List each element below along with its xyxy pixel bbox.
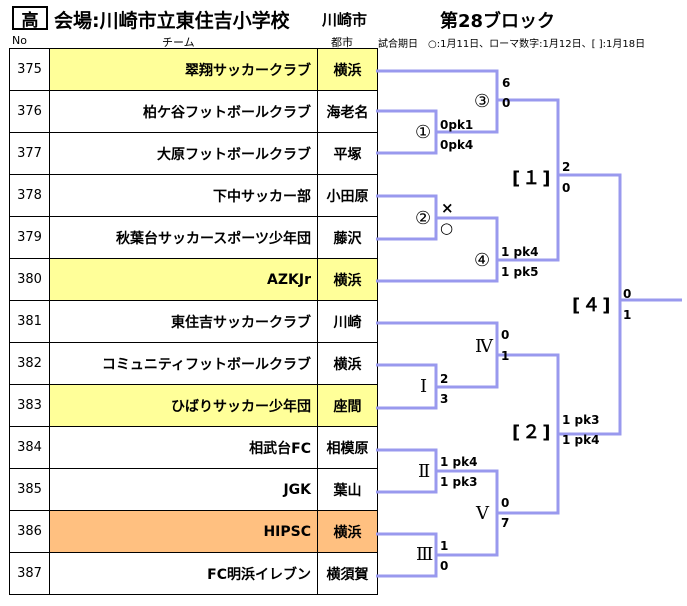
final-score-top: 0	[623, 287, 632, 301]
match-I-score-top: 2	[440, 372, 449, 386]
team-name: コミュニティフットボールクラブ	[49, 342, 318, 385]
team-city: 小田原	[317, 174, 378, 217]
final-score-bottom: 1	[623, 308, 632, 322]
team-name: 下中サッカー部	[49, 174, 318, 217]
match-2-score-top: ×	[441, 199, 454, 217]
team-name: ひばりサッカー少年団	[49, 384, 318, 427]
bracket-lines	[376, 69, 682, 578]
team-city: 藤沢	[317, 216, 378, 259]
team-number: 378	[9, 174, 50, 217]
block-title: 第28ブロック	[440, 11, 556, 32]
semi-2-score-bottom: 1 pk4	[562, 433, 600, 447]
semi-2-score-top: 1 pk3	[562, 413, 600, 427]
team-name: 相武台FC	[49, 426, 318, 469]
match-3-score-top: 6	[502, 76, 511, 90]
team-number: 377	[9, 132, 50, 175]
team-number: 380	[9, 258, 50, 301]
column-header-no: No	[12, 34, 27, 47]
team-number: 385	[9, 468, 50, 511]
team-city: 横須賀	[317, 552, 378, 595]
match-1-score-top: 0pk1	[440, 118, 474, 132]
match-I-label: Ⅰ	[420, 376, 428, 397]
match-III-label: Ⅲ	[416, 544, 434, 565]
match-3-label: ③	[474, 91, 491, 112]
match-II-score-top: 1 pk4	[440, 455, 478, 469]
venue-title: 会場:川崎市立東住吉小学校	[54, 10, 290, 32]
team-number: 383	[9, 384, 50, 427]
team-city: 海老名	[317, 90, 378, 133]
match-dates-note: 試合期日 ○:1月11日、ローマ数字:1月12日、[ ]:1月18日	[378, 39, 646, 50]
bracket-line-match-4	[376, 216, 499, 283]
bracket-line-final	[558, 173, 622, 436]
team-city: 横浜	[317, 342, 378, 385]
team-name: 東住吉サッカークラブ	[49, 300, 318, 343]
semi-1-score-top: 2	[562, 160, 571, 174]
team-city: 相模原	[317, 426, 378, 469]
semi-2-label: [２]	[512, 422, 553, 443]
match-3-score-bottom: 0	[502, 96, 511, 110]
match-II-label: Ⅱ	[418, 461, 431, 482]
column-header-team: チーム	[162, 36, 195, 49]
match-I-score-bottom: 3	[440, 392, 449, 406]
match-II-score-bottom: 1 pk3	[440, 475, 478, 489]
team-name: 柏ケ谷フットボールクラブ	[49, 90, 318, 133]
match-4-score-top: 1 pk4	[501, 245, 539, 259]
team-number: 382	[9, 342, 50, 385]
match-III-score-bottom: 0	[440, 559, 449, 573]
team-name: HIPSC	[49, 510, 318, 553]
match-IV-score-bottom: 1	[501, 349, 510, 363]
venue-city: 川崎市	[322, 11, 368, 29]
team-city: 横浜	[317, 258, 378, 301]
match-1-label: ①	[415, 122, 432, 143]
final-label: [４]	[572, 295, 613, 316]
semi-1-score-bottom: 0	[562, 181, 571, 195]
match-III-score-top: 1	[440, 539, 449, 553]
match-IV-score-top: 0	[501, 328, 510, 342]
match-IV-label: Ⅳ	[475, 336, 493, 357]
team-name: 大原フットボールクラブ	[49, 132, 318, 175]
match-V-score-bottom: 7	[501, 516, 510, 530]
match-V-score-top: 0	[501, 496, 510, 510]
match-V-label: Ⅴ	[476, 503, 489, 524]
column-header-city: 都市	[331, 36, 353, 49]
team-number: 384	[9, 426, 50, 469]
team-number: 386	[9, 510, 50, 553]
semi-1-label: [１]	[512, 168, 553, 189]
match-4-score-bottom: 1 pk5	[501, 265, 539, 279]
team-city: 葉山	[317, 468, 378, 511]
match-4-label: ④	[474, 250, 491, 271]
team-city: 横浜	[317, 48, 378, 91]
school-level-badge: 高	[12, 6, 48, 31]
team-city: 座間	[317, 384, 378, 427]
team-city: 横浜	[317, 510, 378, 553]
bracket-line-semi-1	[497, 98, 560, 262]
match-2-score-bottom: ○	[440, 219, 454, 237]
match-2-label: ②	[415, 208, 432, 229]
match-1-score-bottom: 0pk4	[440, 138, 474, 152]
